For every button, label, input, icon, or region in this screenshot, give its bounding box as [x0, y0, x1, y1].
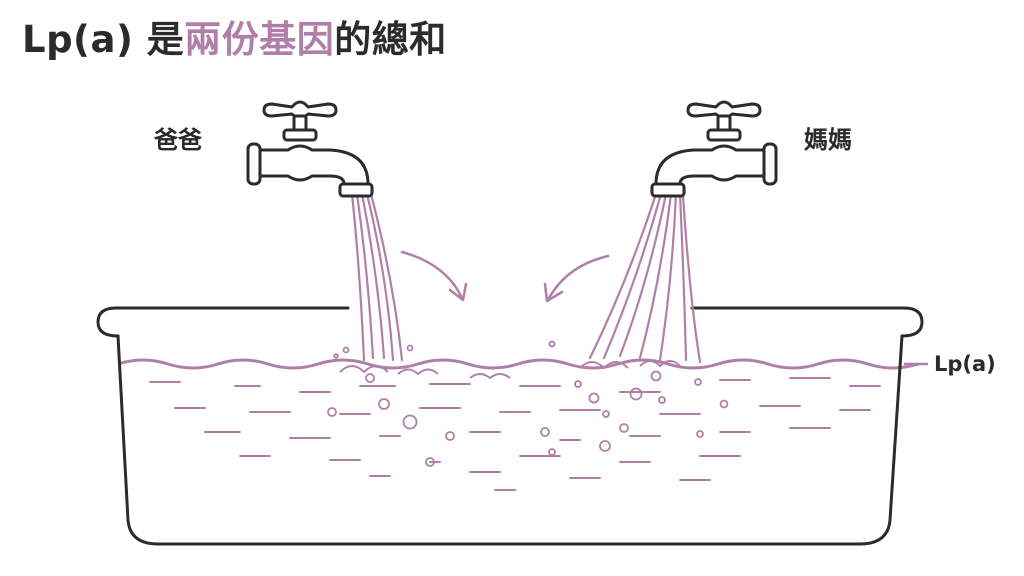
left-faucet-icon — [246, 100, 374, 198]
lpa-label: Lp(a) — [934, 352, 996, 376]
right-water-stream — [588, 192, 702, 364]
splash-ripples — [339, 360, 681, 380]
left-water-stream — [350, 192, 404, 362]
title-suffix: 的總和 — [334, 18, 447, 61]
left-arrow-icon — [400, 250, 468, 302]
water-body — [117, 340, 928, 491]
water-surface-line — [117, 358, 919, 370]
tub-icon — [96, 306, 924, 546]
mom-label: 媽媽 — [804, 126, 852, 154]
title-highlight: 兩份基因 — [184, 18, 335, 61]
right-arrow-icon — [543, 254, 610, 303]
page-title: Lp(a) 是兩份基因的總和 — [22, 18, 447, 62]
title-prefix: Lp(a) 是 — [22, 18, 185, 61]
water-dashes — [149, 377, 881, 491]
water-bubbles — [327, 340, 729, 467]
dad-label: 爸爸 — [154, 126, 202, 154]
right-faucet-icon — [650, 100, 778, 198]
